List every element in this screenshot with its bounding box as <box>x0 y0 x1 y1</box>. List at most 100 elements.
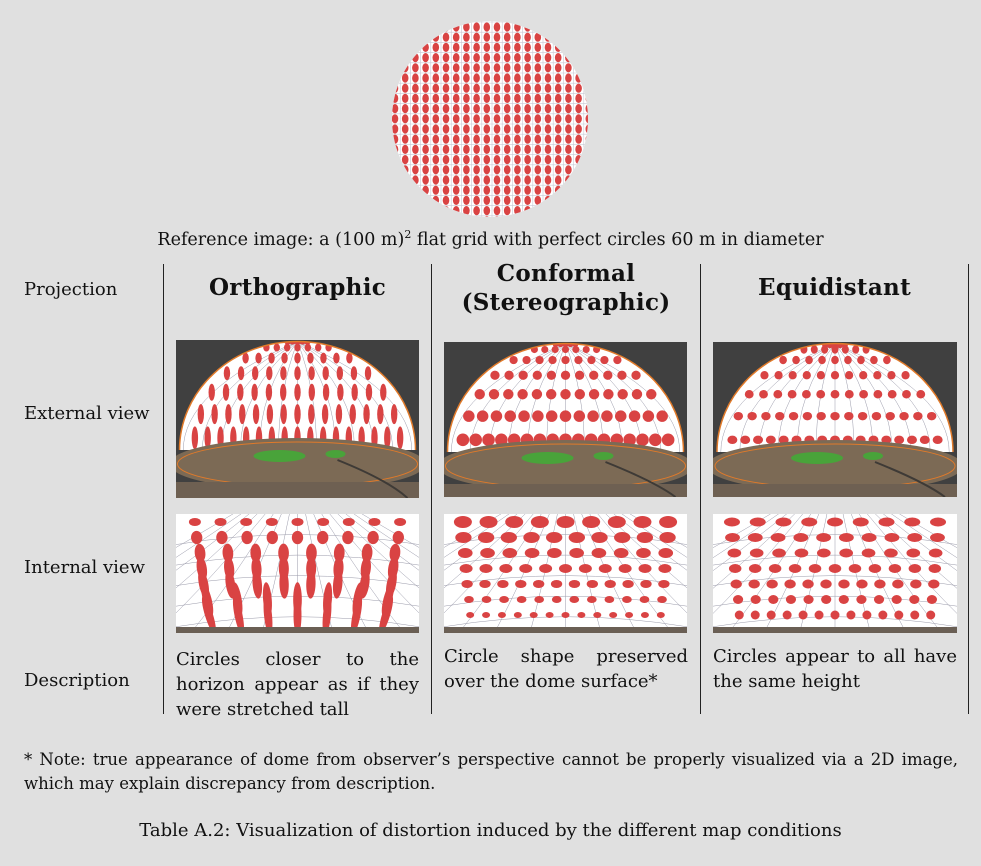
grid-dot <box>534 195 542 205</box>
grid-dot <box>452 93 460 103</box>
grid-dot <box>463 114 470 124</box>
grid-dot <box>432 104 440 114</box>
grid-dot <box>442 93 450 103</box>
grid-dot <box>554 104 562 114</box>
grid-dot <box>452 73 460 83</box>
grid-dot <box>422 165 429 175</box>
grid-dot <box>422 114 429 124</box>
grid-dot <box>534 165 542 175</box>
grid-dot <box>585 114 588 124</box>
grid-dot <box>524 134 531 144</box>
grid-dot <box>575 134 582 144</box>
grid-dot <box>473 206 480 216</box>
reference-caption-superscript: 2 <box>404 228 412 241</box>
grid-dot <box>392 144 399 154</box>
grid-dot <box>422 155 429 165</box>
grid-dot <box>554 216 562 217</box>
grid-dot <box>483 42 491 52</box>
grid-dot <box>463 155 470 165</box>
grid-dot <box>452 32 460 42</box>
grid-dot <box>585 53 588 63</box>
grid-dot <box>524 114 531 124</box>
grid-dot <box>483 134 491 144</box>
grid-dot <box>392 73 399 83</box>
grid-dot <box>392 83 399 93</box>
grid-dot <box>544 114 552 124</box>
grid-dot <box>503 104 511 114</box>
grid-dot <box>412 206 419 216</box>
grid-dot <box>452 104 460 114</box>
grid-dot <box>544 195 552 205</box>
grid-dot <box>442 134 450 144</box>
grid-dot <box>392 216 399 217</box>
grid-dot <box>442 144 450 154</box>
grid-dot <box>442 53 450 63</box>
grid-dot <box>483 206 491 216</box>
grid-dot <box>544 124 552 134</box>
column-title: Equidistant <box>757 274 911 301</box>
grid-dot <box>554 53 562 63</box>
grid-dot <box>554 195 562 205</box>
grid-dot <box>493 144 501 154</box>
grid-dot <box>575 216 582 217</box>
grid-dot <box>514 165 521 175</box>
grid-dot <box>565 93 572 103</box>
grid-dot <box>463 195 470 205</box>
grid-dot <box>432 195 440 205</box>
grid-dot <box>422 206 429 216</box>
grid-dot <box>493 155 501 165</box>
grid-dot <box>483 63 491 73</box>
external-view-conformal <box>444 342 687 497</box>
grid-dot <box>524 216 531 217</box>
grid-dot <box>432 53 440 63</box>
grid-dot <box>452 195 460 205</box>
grid-dot <box>401 93 409 103</box>
grid-dot <box>412 114 419 124</box>
grid-dot <box>575 206 582 216</box>
grid-dot <box>554 22 562 32</box>
grid-dot <box>473 22 480 32</box>
grid-dot <box>392 22 399 32</box>
grid-dot <box>534 53 542 63</box>
grid-dot <box>493 93 501 103</box>
grid-dot <box>503 134 511 144</box>
grid-dot <box>493 42 501 52</box>
grid-dot <box>503 195 511 205</box>
grid-dot <box>503 206 511 216</box>
grid-dot <box>554 63 562 73</box>
grid-dot <box>565 216 572 217</box>
grid-dot <box>412 144 419 154</box>
grid-dot <box>514 53 521 63</box>
grid-dot <box>483 104 491 114</box>
grid-dot <box>401 206 409 216</box>
grid-dot <box>585 73 588 83</box>
grid-dot <box>463 216 470 217</box>
grid-dot <box>452 175 460 185</box>
grid-dot <box>483 155 491 165</box>
grid-dot <box>534 155 542 165</box>
grid-dot <box>432 134 440 144</box>
grid-dot <box>524 53 531 63</box>
grid-dot <box>565 206 572 216</box>
grid-dot <box>401 124 409 134</box>
grid-dot <box>524 124 531 134</box>
column-divider <box>968 264 969 714</box>
grid-dot <box>401 32 409 42</box>
grid-dot <box>442 32 450 42</box>
grid-dot <box>452 42 460 52</box>
grid-dot <box>575 22 582 32</box>
grid-dot <box>401 144 409 154</box>
reference-caption-text: Reference image: a (100 m) <box>157 229 405 250</box>
grid-dot <box>524 175 531 185</box>
grid-dot <box>412 165 419 175</box>
grid-dot <box>524 144 531 154</box>
grid-dot <box>442 83 450 93</box>
grid-dot <box>463 93 470 103</box>
grid-dot <box>412 42 419 52</box>
grid-dot <box>452 134 460 144</box>
grid-dot <box>401 104 409 114</box>
grid-dot <box>442 155 450 165</box>
grid-dot <box>452 155 460 165</box>
grid-dot <box>585 175 588 185</box>
grid-dot <box>401 185 409 195</box>
